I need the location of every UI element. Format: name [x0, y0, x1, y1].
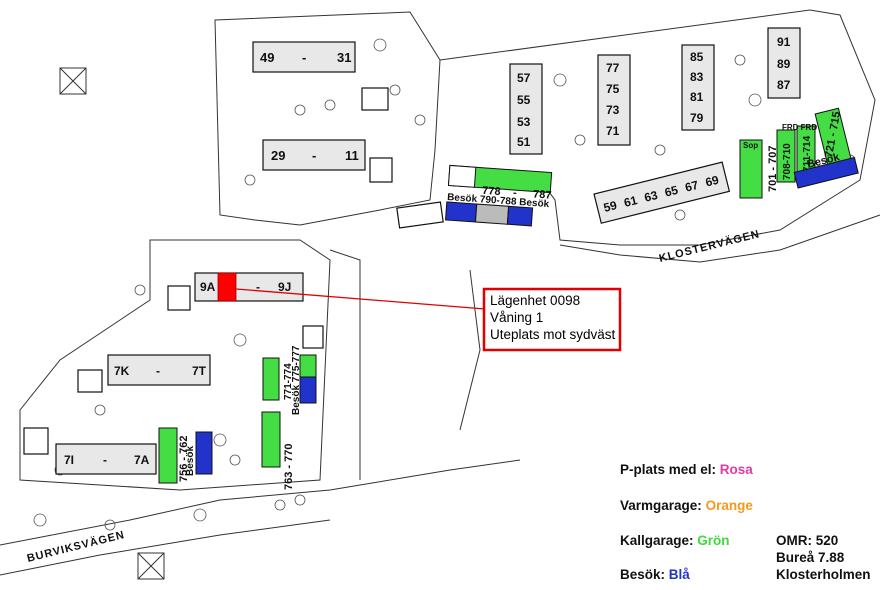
building-73: 73: [606, 103, 620, 117]
survey-marker-icon: [59, 67, 165, 580]
building-9J: 9J: [278, 280, 291, 294]
garage-775-777: Besök 775-777: [291, 345, 302, 415]
callout-patio: Uteplats mot sydväst: [490, 327, 616, 342]
building-49: 49: [260, 50, 274, 65]
legend-electric-label: P-plats med el:: [620, 462, 717, 477]
building-29: 29: [271, 148, 285, 163]
property-id: Bureå 7.88: [776, 550, 845, 565]
legend-heated-garage: Varmgarage: Orange: [620, 498, 753, 513]
trees: [33, 38, 856, 531]
building-7A: 7A: [134, 453, 150, 467]
building-77: 77: [606, 61, 620, 75]
building-85: 85: [690, 50, 704, 64]
garage-787: 787: [533, 188, 552, 201]
garage-763-770: 763 - 770: [283, 444, 295, 490]
building-57: 57: [517, 71, 531, 85]
building-67: 67: [684, 178, 701, 195]
callout-floor: Våning 1: [490, 310, 543, 325]
building-89: 89: [777, 57, 791, 71]
building-7T: 7T: [192, 364, 207, 378]
legend-cold-garage: Kallgarage: Grön: [620, 533, 730, 548]
building-79: 79: [690, 111, 704, 125]
legend-heated-label: Varmgarage:: [620, 498, 702, 513]
building-91: 91: [777, 35, 791, 49]
building-7I: 7I: [64, 453, 74, 467]
building-11: 11: [345, 148, 359, 163]
garage-756-762: 756 - 762: [178, 436, 190, 482]
sop-label: Sop: [743, 141, 758, 150]
site-boundaries: [0, 9, 881, 576]
building-61: 61: [622, 193, 639, 210]
building-59: 59: [602, 198, 619, 215]
building-83: 83: [690, 70, 704, 84]
garage-771-774: 771-774: [283, 363, 294, 400]
callout-box: [482, 287, 622, 352]
building-7K-dash: -: [156, 364, 160, 378]
building-55: 55: [517, 93, 531, 107]
building-7I-dash: -: [103, 453, 107, 467]
apartment-0098-marker: [217, 272, 237, 302]
garage-701-707: 701 - 707: [767, 146, 779, 192]
legend-electric: P-plats med el: Rosa: [620, 462, 753, 477]
garage-708-710: 708-710: [782, 143, 793, 180]
buildings: 49 - 31 29 - 11 57 55 53 51 77 75 73 71 …: [23, 27, 801, 475]
legend-cold-label: Kallgarage:: [620, 533, 694, 548]
building-7K: 7K: [114, 364, 130, 378]
building-9A: 9A: [200, 280, 216, 294]
legend-visitor-color: Blå: [668, 567, 690, 582]
building-53: 53: [517, 115, 531, 129]
parking-areas: 778 - 787 Besök 790-788 Besök Sop 701 - …: [158, 107, 859, 490]
legend-electric-color: Rosa: [719, 462, 753, 477]
legend-visitor: Besök: Blå: [620, 567, 690, 582]
building-63: 63: [643, 188, 660, 205]
callout-apartment: Lägenhet 0098: [490, 293, 580, 308]
garage-778: 778: [482, 185, 501, 198]
building-69: 69: [704, 173, 721, 190]
area-name: Klosterholmen: [776, 567, 871, 582]
legend-heated-color: Orange: [705, 498, 753, 513]
building-75: 75: [606, 82, 620, 96]
building-65: 65: [663, 183, 680, 200]
building-81: 81: [690, 90, 704, 104]
building-51: 51: [517, 135, 531, 149]
building-49-dash: -: [302, 50, 306, 65]
street-klostervagen: KLOSTERVÄGEN: [658, 227, 762, 265]
legend-visitor-label: Besök:: [620, 567, 666, 582]
besok-sw: Besök: [185, 446, 196, 476]
callout-leader-line: [235, 288, 486, 310]
frd-label: FRD FRD: [782, 123, 817, 132]
building-71: 71: [606, 124, 620, 138]
garage-778-dash: -: [513, 187, 518, 199]
building-87: 87: [777, 78, 791, 92]
building-29-dash: -: [312, 148, 316, 163]
area-code: OMR: 520: [776, 533, 839, 548]
building-9-dash: -: [256, 280, 260, 294]
building-31: 31: [337, 50, 351, 65]
legend-cold-color: Grön: [697, 533, 730, 548]
garage-711-714: 711-714: [802, 135, 813, 172]
